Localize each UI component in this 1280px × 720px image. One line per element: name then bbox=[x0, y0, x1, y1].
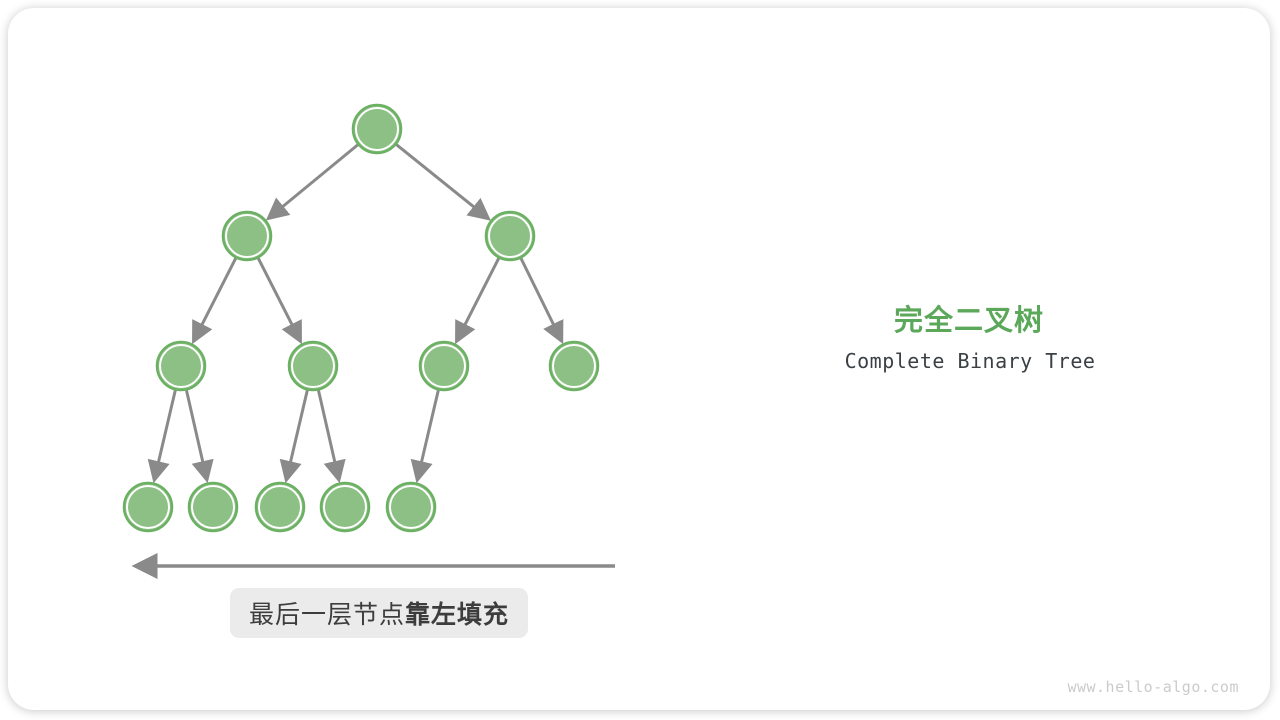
tree-edge bbox=[410, 389, 440, 484]
tree-edge bbox=[147, 389, 177, 484]
tree-node bbox=[287, 340, 339, 392]
tree-node bbox=[155, 340, 207, 392]
tree-edges bbox=[147, 143, 564, 484]
canvas-card bbox=[8, 8, 1270, 710]
caption-text-bold: 靠左填充 bbox=[405, 601, 510, 629]
tree-nodes bbox=[122, 103, 600, 533]
watermark: www.hello-algo.com bbox=[1067, 678, 1239, 696]
tree-node bbox=[548, 340, 600, 392]
tree-edge bbox=[279, 389, 309, 484]
tree-edge bbox=[192, 257, 238, 345]
tree-node bbox=[385, 481, 437, 533]
tree-node bbox=[187, 481, 239, 533]
tree-node bbox=[221, 210, 273, 262]
caption-text-regular: 最后一层节点 bbox=[248, 601, 405, 629]
tree-edge bbox=[317, 390, 346, 484]
tree-node bbox=[122, 481, 174, 533]
tree-edge bbox=[455, 257, 501, 345]
diagram-title-cn: 完全二叉树 bbox=[893, 305, 1045, 337]
diagram-title-en: Complete Binary Tree bbox=[844, 349, 1096, 373]
tree-node bbox=[351, 103, 403, 155]
tree-node bbox=[319, 481, 371, 533]
tree-edge bbox=[265, 143, 359, 221]
tree-node bbox=[254, 481, 306, 533]
tree-node bbox=[484, 210, 536, 262]
tree-edge bbox=[395, 143, 491, 221]
tree-edge bbox=[519, 257, 564, 345]
tree-edge bbox=[256, 257, 302, 345]
tree-edge bbox=[185, 390, 214, 484]
tree-node bbox=[418, 340, 470, 392]
caption-badge: 最后一层节点靠左填充 bbox=[229, 588, 529, 638]
